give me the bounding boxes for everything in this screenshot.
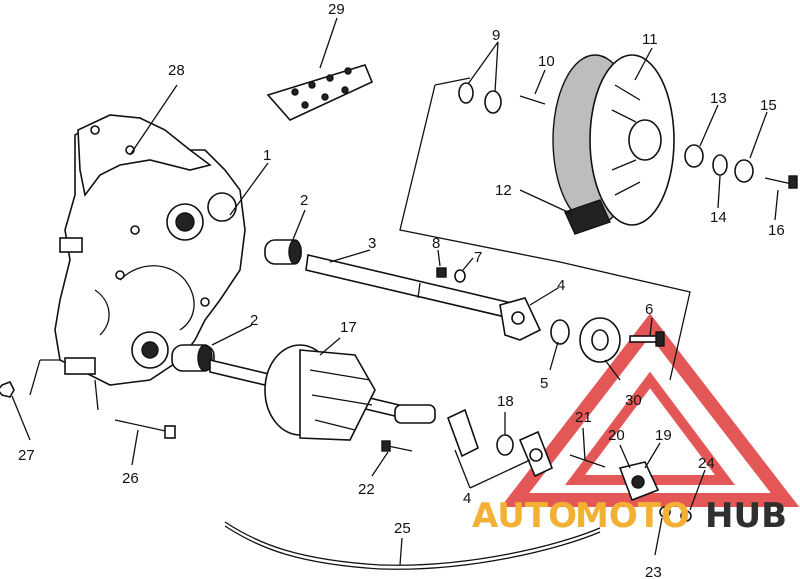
callout-1: 1: [263, 147, 271, 164]
gearcase-housing: [54, 114, 246, 386]
watermark-wordmark: AUTO MOTO HUB: [472, 496, 787, 536]
callout-3: 3: [368, 235, 376, 252]
track-clip-strip: [266, 64, 374, 121]
watermark-triangle-icon: [500, 313, 800, 507]
callout-labels: 1 2 2 3 4 4 5 6 7 8 9 10 11 12 13 14 15 …: [18, 1, 785, 579]
watermark-moto: MOTO: [575, 496, 690, 536]
callout-2-lower: 2: [250, 312, 258, 329]
leader-lines: [11, 17, 779, 566]
callout-5: 5: [540, 375, 548, 392]
bolt-16: [764, 175, 798, 189]
callout-24: 24: [698, 455, 715, 472]
callout-29: 29: [328, 1, 345, 18]
bolt-22: [381, 440, 413, 452]
washer-14: [712, 154, 728, 176]
callout-18: 18: [497, 393, 514, 410]
callout-14: 14: [710, 209, 727, 226]
callout-27: 27: [18, 447, 35, 464]
drive-shaft: [305, 254, 521, 321]
nut-27: [0, 380, 15, 398]
drive-pulley: [552, 54, 675, 226]
callout-8: 8: [432, 235, 440, 252]
washer-15: [734, 159, 754, 183]
washer-9b: [484, 90, 502, 114]
callout-2-upper: 2: [300, 192, 308, 209]
callout-22: 22: [358, 481, 375, 498]
callout-28: 28: [168, 62, 185, 79]
callout-7: 7: [474, 249, 482, 266]
watermark-auto: AUTO: [472, 496, 577, 536]
washer-7: [454, 269, 466, 283]
washer-9a: [458, 82, 474, 104]
callout-15: 15: [760, 97, 777, 114]
drive-belt: [564, 199, 611, 235]
end-cap: [618, 461, 660, 502]
gasket-plate-lower: [446, 408, 554, 478]
pin-21: [569, 454, 606, 468]
callout-13: 13: [710, 90, 727, 107]
callout-17: 17: [340, 319, 357, 336]
callout-6: 6: [645, 301, 653, 318]
spacer-13: [684, 144, 704, 168]
callout-4-upper: 4: [557, 277, 565, 294]
callout-20: 20: [608, 427, 625, 444]
cover-plate: [579, 317, 621, 363]
assembly-guide-lines: [29, 77, 691, 411]
callout-23: 23: [645, 564, 662, 579]
bushing-18: [496, 434, 514, 456]
bolt-26: [114, 419, 176, 439]
callout-12: 12: [495, 182, 512, 199]
callout-11: 11: [642, 31, 658, 48]
bearing-lower: [171, 344, 215, 372]
callout-10: 10: [538, 53, 555, 70]
gasket-plate-upper: [499, 297, 542, 341]
bearing-upper: [264, 239, 302, 265]
washer-23: [659, 506, 671, 518]
callout-25: 25: [394, 520, 411, 537]
watermark-hub: HUB: [705, 496, 787, 536]
callout-16: 16: [768, 222, 785, 239]
pin-10: [519, 95, 546, 105]
callout-9: 9: [492, 27, 500, 44]
bolt-6: [629, 331, 665, 347]
nut-24: [680, 510, 692, 522]
cable-25: [224, 521, 601, 570]
nut-8: [436, 267, 447, 278]
callout-30: 30: [625, 392, 642, 409]
callout-21: 21: [575, 409, 592, 426]
callout-26: 26: [122, 470, 139, 487]
impeller-fan: [209, 344, 436, 441]
callout-4-lower: 4: [463, 490, 471, 507]
seal-ring: [550, 319, 570, 345]
callout-19: 19: [655, 427, 672, 444]
